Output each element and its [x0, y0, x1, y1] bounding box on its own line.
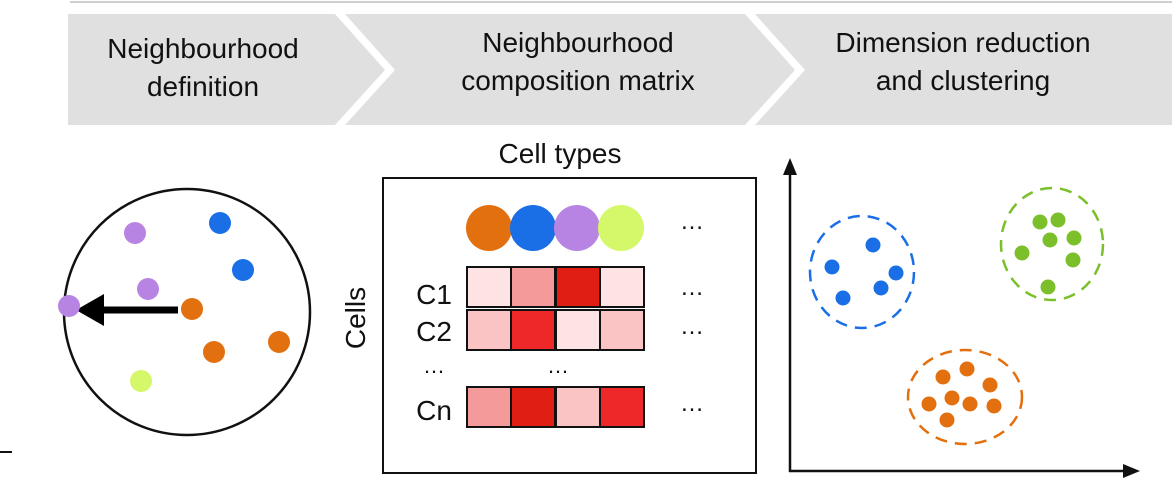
neighbourhood-panel: [0, 187, 312, 453]
orange-cluster-point: [921, 396, 937, 412]
step-2-title-line1: Neighbourhood: [482, 27, 674, 58]
x-axis-arrow: [1123, 464, 1140, 478]
heat-cell: [466, 309, 512, 351]
heat-cell: [510, 386, 556, 428]
green-cluster-boundary: [999, 186, 1105, 302]
row-label-c1: C1: [416, 279, 452, 310]
row-c1-ellipsis: …: [680, 274, 704, 301]
cell-dot-orange-2: [203, 341, 225, 363]
heat-cells: [466, 266, 645, 428]
orange-cluster-point: [986, 398, 1002, 414]
heat-cell: [555, 386, 601, 428]
heat-cell: [510, 309, 556, 351]
row-label-cn: Cn: [416, 395, 452, 426]
blue-cluster-boundary: [808, 214, 916, 330]
clustering-panel: [783, 158, 1140, 478]
green-cluster-point: [1014, 245, 1030, 261]
radius-arrow-head: [76, 294, 104, 326]
orange-cluster-boundary: [906, 348, 1024, 446]
header-ellipsis: …: [680, 208, 704, 235]
cell-dot-lime-1: [130, 370, 152, 392]
orange-cluster-point: [939, 412, 955, 428]
y-axis-arrow: [783, 158, 797, 175]
cell-dot-blue-2: [232, 259, 254, 281]
step-1-title-line2: definition: [147, 71, 259, 102]
row-label-c2: C2: [416, 316, 452, 347]
cell-types-label: Cell types: [499, 138, 622, 169]
blue-cluster-point: [835, 290, 851, 306]
step-chevron-3: [755, 14, 1172, 125]
row-gap-ellipsis-mid: …: [547, 353, 569, 378]
row-gap-ellipsis-left: …: [423, 353, 445, 378]
step-chevron-2: [345, 14, 795, 125]
cell-dot-orange-1: [181, 298, 203, 320]
row-c2-ellipsis: …: [680, 313, 704, 340]
step-3-title-line1: Dimension reduction: [835, 27, 1090, 58]
celltype-header-orange: [466, 205, 512, 251]
green-cluster-point: [1065, 252, 1081, 268]
composition-matrix-panel: Cell types Cells … C1 C2 Cn … … … … …: [340, 138, 757, 474]
cell-dot-purple-3: [58, 295, 80, 317]
orange-cluster-point: [935, 369, 951, 385]
celltype-header-purple: [554, 205, 600, 251]
cell-dot-purple-2: [137, 278, 159, 300]
green-cluster-point: [1040, 279, 1056, 295]
heat-cell: [599, 386, 645, 428]
heat-cell: [510, 266, 556, 308]
orange-cluster-point: [959, 361, 975, 377]
cells-axis-label: Cells: [340, 287, 371, 349]
heat-cell: [599, 309, 645, 351]
cell-dot-purple-1: [124, 222, 146, 244]
blue-cluster-point: [865, 237, 881, 253]
celltype-header-lime: [598, 205, 644, 251]
blue-cluster-point: [873, 280, 889, 296]
heat-cell: [555, 266, 601, 308]
step-chevron-1: [68, 14, 385, 125]
cell-dot-orange-3: [268, 331, 290, 353]
orange-cluster-point: [982, 377, 998, 393]
step-3-title-line2: and clustering: [876, 65, 1050, 96]
heat-cell: [555, 309, 601, 351]
heat-cell: [466, 266, 512, 308]
blue-cluster-point: [824, 259, 840, 275]
heat-cell: [599, 266, 645, 308]
step-1-title-line1: Neighbourhood: [107, 33, 299, 64]
green-cluster-point: [1066, 230, 1082, 246]
green-cluster-point: [1042, 232, 1058, 248]
green-cluster-point: [1050, 212, 1066, 228]
step-banner: Neighbourhood definition Neighbourhood c…: [68, 14, 1172, 125]
step-2-title-line2: composition matrix: [461, 65, 694, 96]
orange-cluster-point: [962, 396, 978, 412]
green-cluster-point: [1032, 214, 1048, 230]
blue-cluster-point: [888, 265, 904, 281]
celltype-header-blue: [510, 205, 556, 251]
orange-cluster-point: [944, 390, 960, 406]
heat-cell: [466, 386, 512, 428]
cell-dot-blue-1: [209, 212, 231, 234]
row-cn-ellipsis: …: [680, 390, 704, 417]
